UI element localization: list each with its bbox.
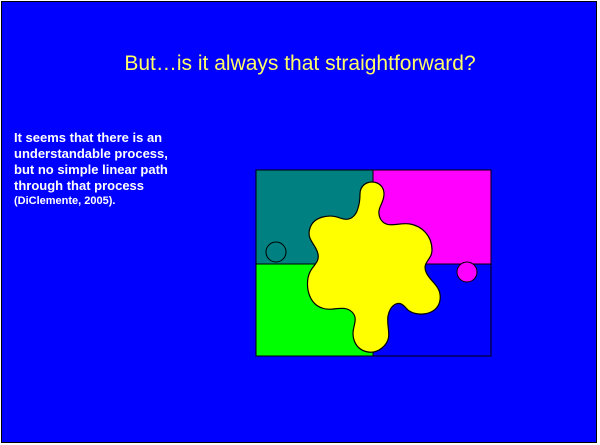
slide-title: But…is it always that straightforward? <box>2 52 598 76</box>
puzzle-knob-teal <box>266 242 286 262</box>
puzzle-knob-magenta <box>457 262 477 282</box>
body-main-text: It seems that there is an understandable… <box>14 130 174 194</box>
body-text: It seems that there is an understandable… <box>14 130 174 209</box>
citation-text: (DiClemente, 2005). <box>14 194 174 209</box>
puzzle-pieces-image <box>254 168 494 358</box>
